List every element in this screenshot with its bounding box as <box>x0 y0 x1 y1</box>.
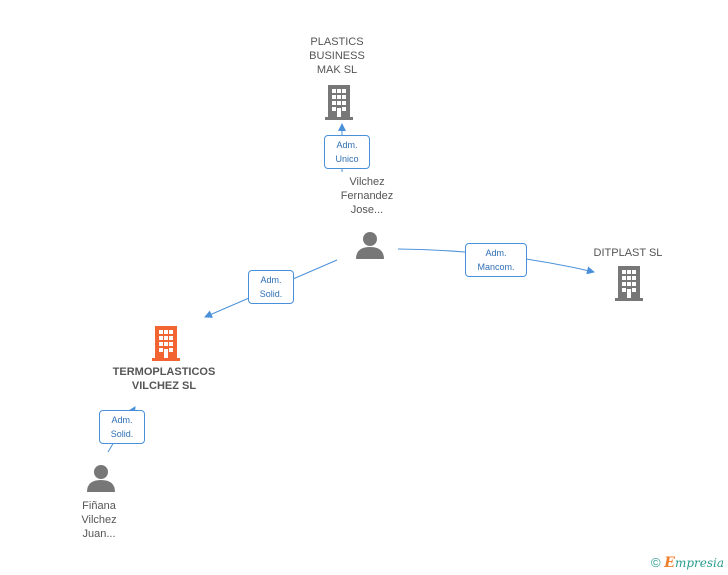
edge-label-line: Adm. <box>260 275 282 285</box>
node-label-ditplast: DITPLAST SL <box>583 246 673 260</box>
node-label-vilchez-jose: Vilchez Fernandez Jose... <box>322 175 412 217</box>
edge-label-line: Adm. <box>485 248 507 258</box>
node-label-line: Vilchez <box>349 176 385 188</box>
node-label-line: MAK SL <box>316 64 358 76</box>
person-icon[interactable] <box>86 463 116 493</box>
node-label-termoplasticos: TERMOPLASTICOS VILCHEZ SL <box>104 365 224 393</box>
node-label-line: Fernandez <box>340 190 394 202</box>
edge-label-to-plastics[interactable]: Adm. Unico <box>324 135 370 169</box>
node-label-line: Jose... <box>350 204 384 216</box>
edge-label-line: Solid. <box>110 429 134 439</box>
building-icon[interactable] <box>323 84 355 120</box>
node-label-line: Juan... <box>82 528 116 540</box>
person-icon[interactable] <box>355 230 385 260</box>
brand-logo-initial: E <box>664 555 675 571</box>
edge-label-line: Unico <box>335 154 359 164</box>
brand-logo: Empresia <box>664 555 724 571</box>
building-icon[interactable] <box>613 265 645 301</box>
edge-label-to-ditplast[interactable]: Adm. Mancom. <box>465 243 527 277</box>
edge-label-line: Mancom. <box>477 262 515 272</box>
edge-label-to-termoplasticos-2[interactable]: Adm. Solid. <box>99 410 145 444</box>
node-label-line: TERMOPLASTICOS <box>112 366 216 378</box>
node-label-line: Vilchez <box>81 514 117 526</box>
node-label-finana: Fiñana Vilchez Juan... <box>54 499 144 541</box>
node-label-line: Fiñana <box>82 500 116 512</box>
node-label-line: BUSINESS <box>309 50 365 62</box>
node-label-plastics: PLASTICS BUSINESS MAK SL <box>292 35 382 77</box>
copyright-icon: © <box>651 555 661 570</box>
edge-label-line: Solid. <box>259 289 283 299</box>
edge-label-line: Adm. <box>336 140 358 150</box>
main-building-icon[interactable] <box>150 325 182 361</box>
node-label-line: PLASTICS <box>310 36 364 48</box>
node-label-line: DITPLAST SL <box>593 247 663 259</box>
brand-logo-rest: mpresia <box>674 556 724 570</box>
node-label-line: VILCHEZ SL <box>131 380 197 392</box>
edge-label-line: Adm. <box>111 415 133 425</box>
edge-label-to-termoplasticos-1[interactable]: Adm. Solid. <box>248 270 294 304</box>
brand-footer[interactable]: © Empresia <box>651 555 724 571</box>
